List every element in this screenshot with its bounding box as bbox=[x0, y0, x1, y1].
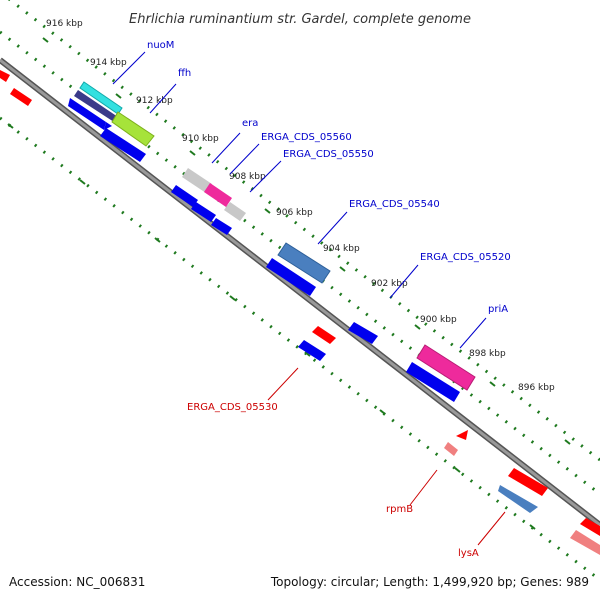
rpmB-strip-feature[interactable] bbox=[444, 442, 458, 456]
reverse-features bbox=[0, 70, 600, 555]
label-leaders bbox=[112, 51, 506, 546]
lysA-feature[interactable] bbox=[498, 485, 538, 513]
gene-label-ERGA_CDS_05550[interactable]: ERGA_CDS_05550 bbox=[283, 149, 374, 160]
tick-label: 896 kbp bbox=[518, 383, 555, 393]
red-feature[interactable] bbox=[10, 88, 32, 106]
red-feature[interactable] bbox=[580, 518, 600, 536]
tick-label: 908 kbp bbox=[229, 172, 266, 182]
red-feature[interactable] bbox=[508, 468, 548, 496]
forward-features bbox=[74, 81, 476, 391]
ffh-feature[interactable] bbox=[111, 111, 155, 147]
priA-feature[interactable] bbox=[416, 344, 476, 391]
cds-arrow[interactable] bbox=[406, 362, 460, 402]
tick-label: 914 kbp bbox=[90, 58, 127, 68]
tick-label: 902 kbp bbox=[371, 279, 408, 289]
genome-summary-text: Topology: circular; Length: 1,499,920 bp… bbox=[270, 575, 589, 589]
gene-label-nuoM[interactable]: nuoM bbox=[147, 40, 174, 51]
red-strip-feature[interactable] bbox=[570, 530, 600, 555]
ERGA_CDS_05530-feature[interactable] bbox=[312, 326, 336, 344]
tick-label: 910 kbp bbox=[182, 134, 219, 144]
cds-arrow[interactable] bbox=[211, 218, 232, 235]
ERGA_CDS_05560-feature[interactable] bbox=[204, 183, 232, 207]
gene-label-priA[interactable]: priA bbox=[488, 304, 508, 315]
cds-arrow[interactable] bbox=[171, 185, 198, 207]
cds-arrows bbox=[68, 98, 538, 513]
gene-label-ERGA_CDS_05530[interactable]: ERGA_CDS_05530 bbox=[187, 402, 278, 413]
gene-label-ERGA_CDS_05540[interactable]: ERGA_CDS_05540 bbox=[349, 199, 440, 210]
tick-label: 898 kbp bbox=[469, 349, 506, 359]
gene-label-lysA[interactable]: lysA bbox=[458, 548, 479, 559]
cds-arrow[interactable] bbox=[100, 128, 146, 162]
cds-arrow[interactable] bbox=[68, 98, 106, 130]
cds-arrow[interactable] bbox=[266, 258, 316, 296]
tick-label: 916 kbp bbox=[46, 19, 83, 29]
ERGA_CDS_05540-feature[interactable] bbox=[277, 242, 331, 284]
major-ticks bbox=[7, 37, 571, 530]
ERGA_CDS_05550-feature[interactable] bbox=[224, 202, 246, 221]
tick-label: 906 kbp bbox=[276, 208, 313, 218]
outer-tick-row bbox=[7, 0, 600, 462]
backbone bbox=[0, 58, 600, 527]
gene-label-era[interactable]: era bbox=[242, 118, 258, 129]
tick-label: 904 kbp bbox=[323, 244, 360, 254]
lower-tick-row bbox=[0, 116, 600, 582]
tick-labels: 916 kbp 914 kbp 912 kbp 910 kbp 908 kbp … bbox=[46, 19, 555, 393]
cds-arrow[interactable] bbox=[298, 340, 326, 361]
gene-label-ffh[interactable]: ffh bbox=[178, 68, 191, 79]
red-feature[interactable] bbox=[0, 70, 10, 82]
tick-label: 912 kbp bbox=[136, 96, 173, 106]
map-title: Ehrlichia ruminantium str. Gardel, compl… bbox=[129, 12, 471, 27]
nuoM-strip-feature[interactable] bbox=[74, 90, 118, 122]
gene-label-rpmB[interactable]: rpmB bbox=[386, 504, 413, 515]
gene-labels: nuoM ffh era ERGA_CDS_05560 ERGA_CDS_055… bbox=[147, 40, 511, 559]
tick-label: 900 kbp bbox=[420, 315, 457, 325]
cds-arrow[interactable] bbox=[348, 322, 378, 344]
rpmB-feature[interactable] bbox=[456, 430, 468, 440]
gene-label-ERGA_CDS_05520[interactable]: ERGA_CDS_05520 bbox=[420, 252, 511, 263]
era-feature[interactable] bbox=[182, 168, 212, 193]
gene-label-ERGA_CDS_05560[interactable]: ERGA_CDS_05560 bbox=[261, 132, 352, 143]
cds-arrow[interactable] bbox=[191, 202, 216, 222]
accession-text: Accession: NC_006831 bbox=[9, 575, 145, 589]
